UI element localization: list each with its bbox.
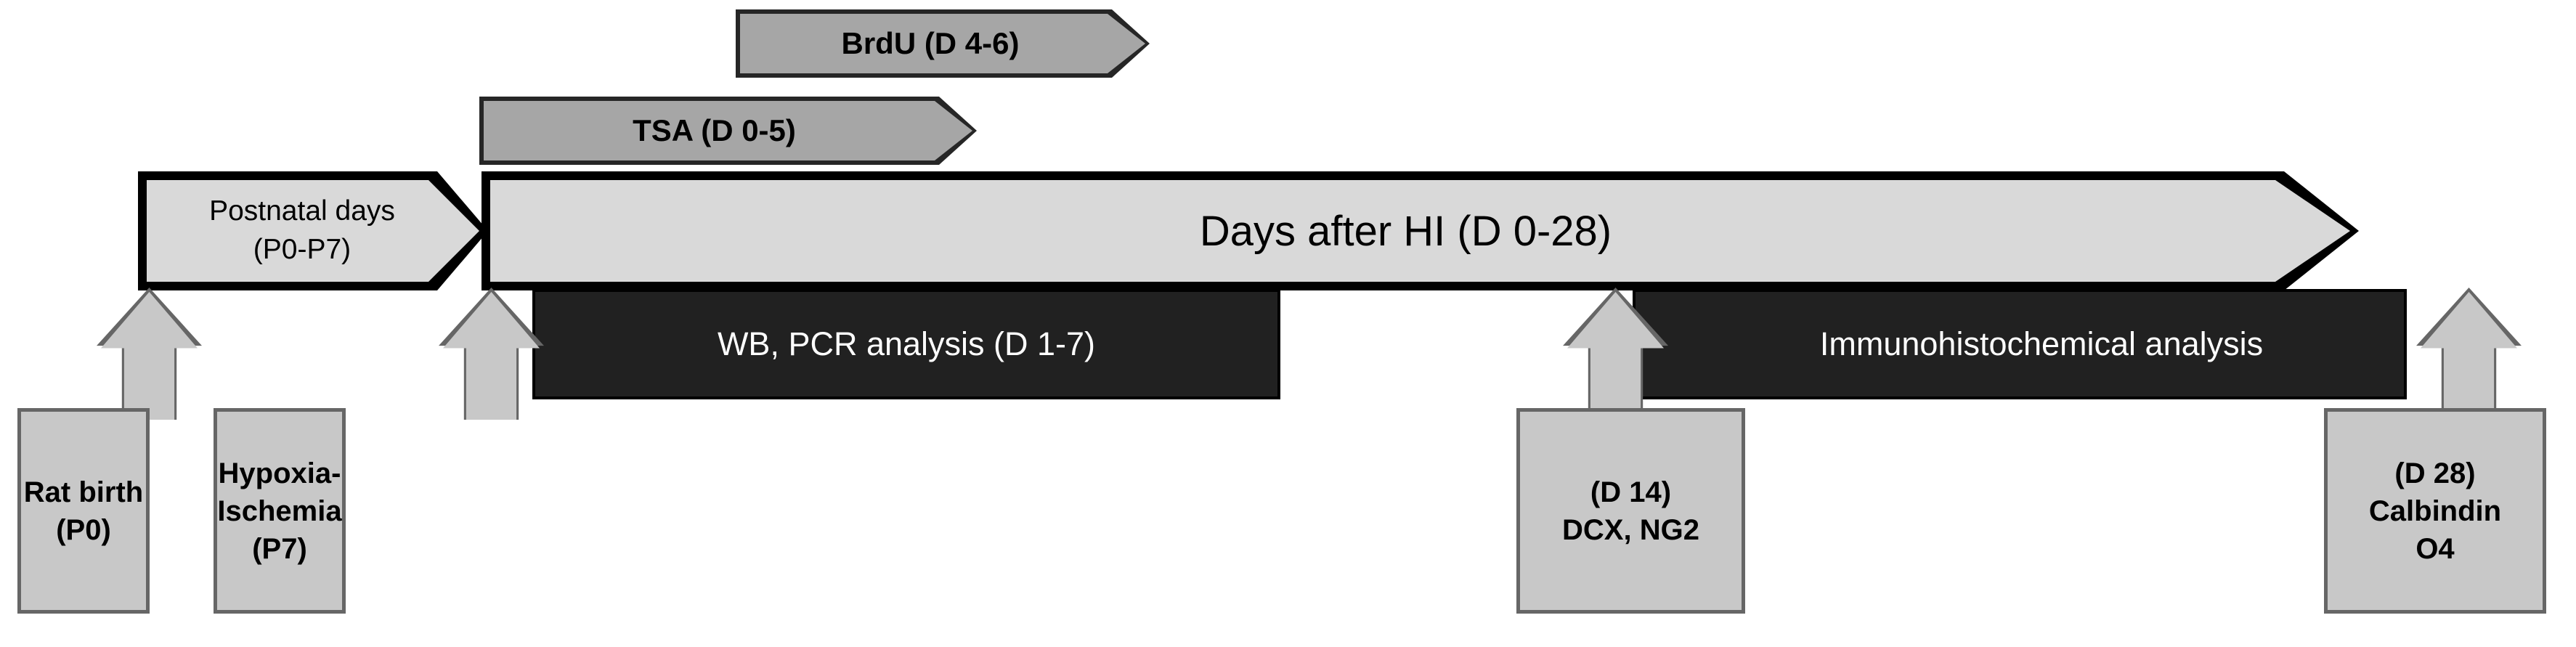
callout-day-14[interactable]: (D 14) DCX, NG2 (1516, 408, 1745, 614)
brdu-arrow-label: BrdU (D 4-6) (841, 26, 1020, 60)
immunohistochemical-analysis-label: Immunohistochemical analysis (1819, 325, 2264, 362)
wb-pcr-analysis-label: WB, PCR analysis (D 1-7) (717, 325, 1096, 362)
days-after-hi-arrow[interactable]: Days after HI (D 0-28) (490, 180, 2350, 282)
callout-day-14-label: (D 14) DCX, NG2 (1562, 476, 1699, 546)
callout-rat-birth-label: Rat birth (P0) (23, 476, 144, 546)
callout-rat-birth[interactable]: Rat birth (P0) (17, 408, 150, 614)
brdu-arrow[interactable]: BrdU (D 4-6) (740, 14, 1145, 73)
rat-birth-pointer (101, 292, 198, 420)
callout-hypoxia-ischemia[interactable]: Hypoxia- Ischemia (P7) (214, 408, 346, 614)
callout-day-28[interactable]: (D 28) Calbindin O4 (2324, 408, 2546, 614)
immunohistochemical-analysis-bar[interactable]: Immunohistochemical analysis (1633, 289, 2407, 399)
days-after-hi-label: Days after HI (D 0-28) (1199, 207, 1612, 255)
callout-hypoxia-ischemia-label: Hypoxia- Ischemia (P7) (217, 457, 342, 565)
tsa-arrow-label: TSA (D 0-5) (633, 113, 796, 147)
tsa-arrow[interactable]: TSA (D 0-5) (484, 101, 972, 160)
wb-pcr-analysis-bar[interactable]: WB, PCR analysis (D 1-7) (532, 289, 1280, 399)
hypoxia-ischemia-pointer (443, 292, 540, 420)
postnatal-days-arrow[interactable]: Postnatal days (P0-P7) (147, 180, 479, 282)
day-28-pointer (2421, 292, 2517, 420)
callout-day-28-label: (D 28) Calbindin O4 (2368, 457, 2502, 565)
postnatal-days-label: Postnatal days (P0-P7) (209, 195, 395, 265)
